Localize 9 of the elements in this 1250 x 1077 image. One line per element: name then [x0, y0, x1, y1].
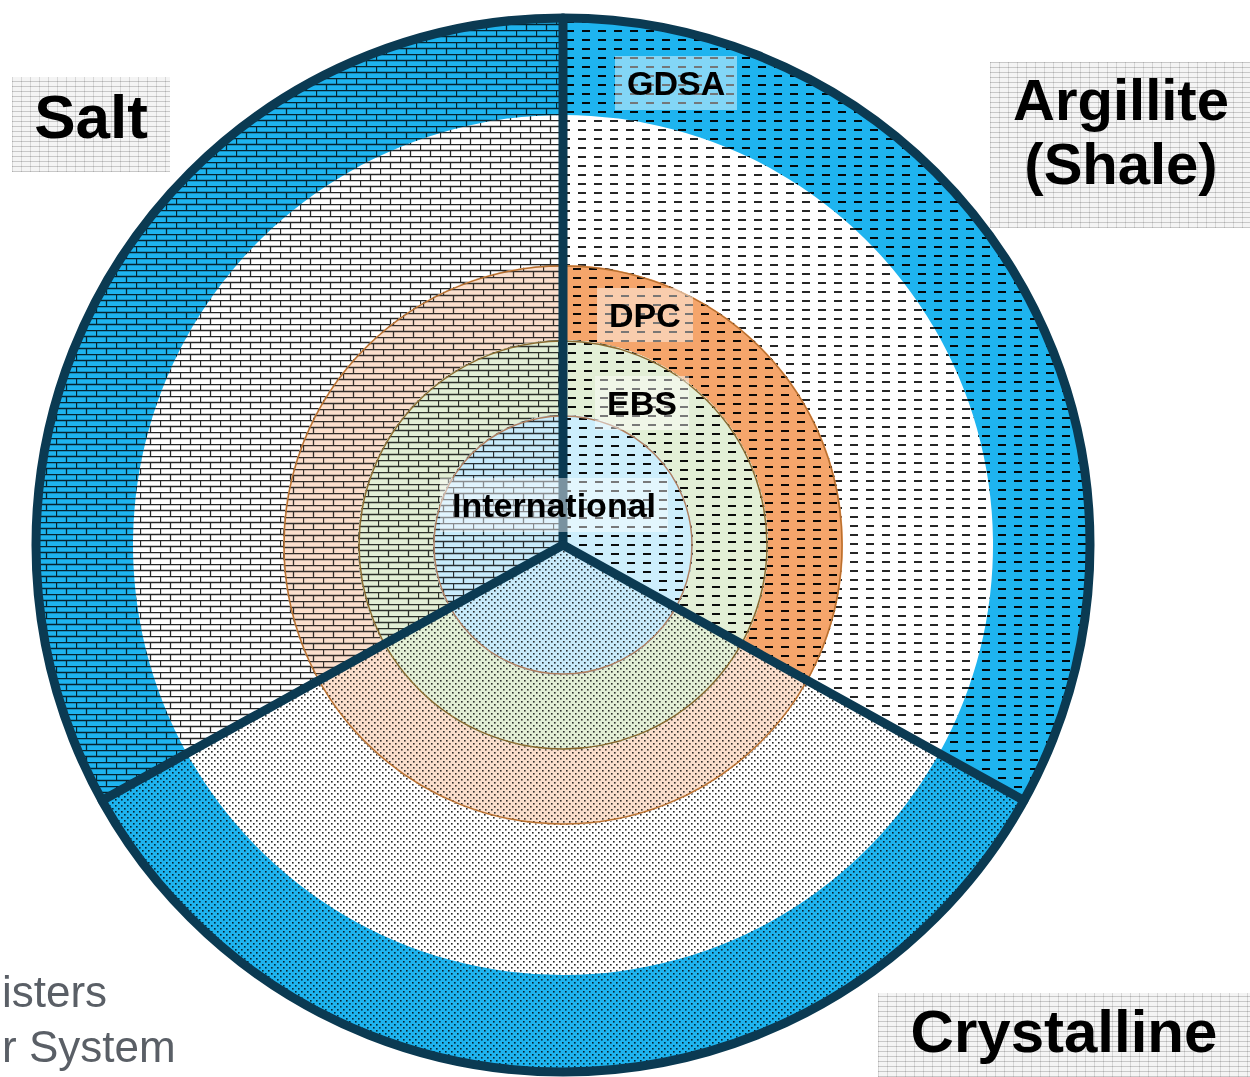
rock-type-label: Salt [12, 77, 170, 172]
caption-text: r System [2, 1025, 176, 1069]
ring-label: GDSA [615, 56, 738, 110]
caption-text: isters [2, 970, 108, 1014]
rock-type-label: Crystalline [878, 993, 1250, 1077]
ring-label: DPC [597, 288, 693, 342]
ring-label: EBS [595, 376, 689, 430]
rock-type-label: Argillite (Shale) [990, 62, 1250, 228]
ring-label: International [440, 478, 669, 532]
